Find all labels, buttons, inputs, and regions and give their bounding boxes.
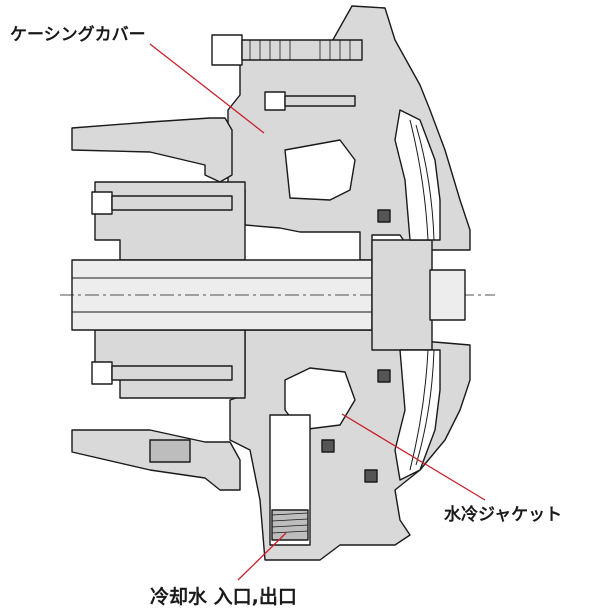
water-jacket-leader bbox=[341, 413, 486, 501]
bearing-housing-lower bbox=[94, 329, 246, 399]
impeller-upper bbox=[394, 109, 441, 241]
top-stud-bolt bbox=[211, 34, 363, 66]
upper-mounting-flange bbox=[71, 117, 233, 183]
lower-bolt bbox=[91, 361, 233, 385]
impeller-hub bbox=[371, 239, 433, 351]
cooling-water-leader bbox=[237, 532, 287, 581]
casing-cover-label: ケーシングカバー bbox=[10, 25, 146, 45]
water-jacket-upper bbox=[284, 139, 356, 201]
cap-screw bbox=[264, 91, 356, 111]
cooling-water-label: 冷却水 入口,出口 bbox=[150, 586, 297, 608]
upper-bolt bbox=[91, 191, 233, 215]
casing-cover-leader bbox=[149, 43, 265, 134]
impeller-lower bbox=[394, 349, 441, 481]
bearing-housing-upper bbox=[94, 181, 246, 261]
water-jacket-label: 水冷ジャケット bbox=[444, 505, 563, 525]
